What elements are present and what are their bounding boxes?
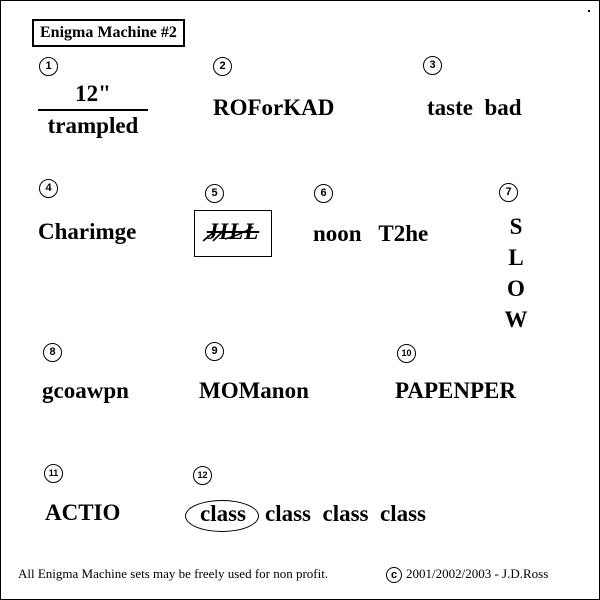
puzzle-11-text: ACTIO: [45, 500, 121, 525]
puzzle-number-11: 11: [44, 464, 63, 483]
puzzle-1-numerator: 12": [75, 81, 111, 106]
copyright-icon: c: [386, 567, 402, 584]
puzzle-7-vertical-word: S L O W: [501, 211, 531, 335]
puzzle-12-circle: [185, 500, 259, 532]
puzzle-12-text: class class class: [265, 501, 426, 526]
puzzle-number-1: 1: [39, 57, 58, 76]
puzzle-number-6: 6: [314, 184, 333, 203]
puzzle-5-box: JILL: [194, 210, 272, 257]
puzzle-1-fraction-bar: [38, 109, 148, 111]
puzzle-12-circled-word: class: [200, 501, 246, 526]
sheet-title: Enigma Machine #2: [32, 19, 185, 47]
puzzle-8-text: gcoawpn: [42, 378, 129, 403]
puzzle-number-5: 5: [205, 184, 224, 203]
puzzle-7-letter: S: [509, 214, 523, 239]
puzzle-6-text: noon T2he: [313, 221, 429, 246]
puzzle-5-strike-mark: [202, 226, 254, 242]
puzzle-number-9: 9: [205, 342, 224, 361]
copyright-text: 2001/2002/2003 - J.D.Ross: [406, 566, 549, 581]
copyright-note: c 2001/2002/2003 - J.D.Ross: [386, 566, 549, 584]
puzzle-7-letter: O: [507, 276, 525, 301]
puzzle-7-letter: L: [508, 245, 524, 270]
license-note: All Enigma Machine sets may be freely us…: [18, 566, 329, 581]
puzzle-number-2: 2: [213, 57, 232, 76]
puzzle-number-8: 8: [43, 343, 62, 362]
puzzle-number-4: 4: [39, 179, 58, 198]
puzzle-9-text: MOManon: [199, 378, 309, 403]
puzzle-number-3: 3: [423, 56, 442, 75]
puzzle-1-fraction: 12" trampled: [36, 81, 150, 139]
puzzle-number-12: 12: [193, 466, 212, 485]
puzzle-7-letter: W: [504, 307, 528, 332]
puzzle-10-text: PAPENPER: [395, 378, 516, 403]
puzzle-2-text: ROForKAD: [213, 95, 335, 120]
puzzle-4-text: Charimge: [38, 219, 137, 244]
puzzle-number-7: 7: [499, 183, 518, 202]
puzzle-1-denominator: trampled: [47, 113, 139, 138]
corner-dot: [588, 10, 590, 12]
puzzle-3-text: taste bad: [427, 95, 522, 120]
puzzle-number-10: 10: [397, 344, 416, 363]
